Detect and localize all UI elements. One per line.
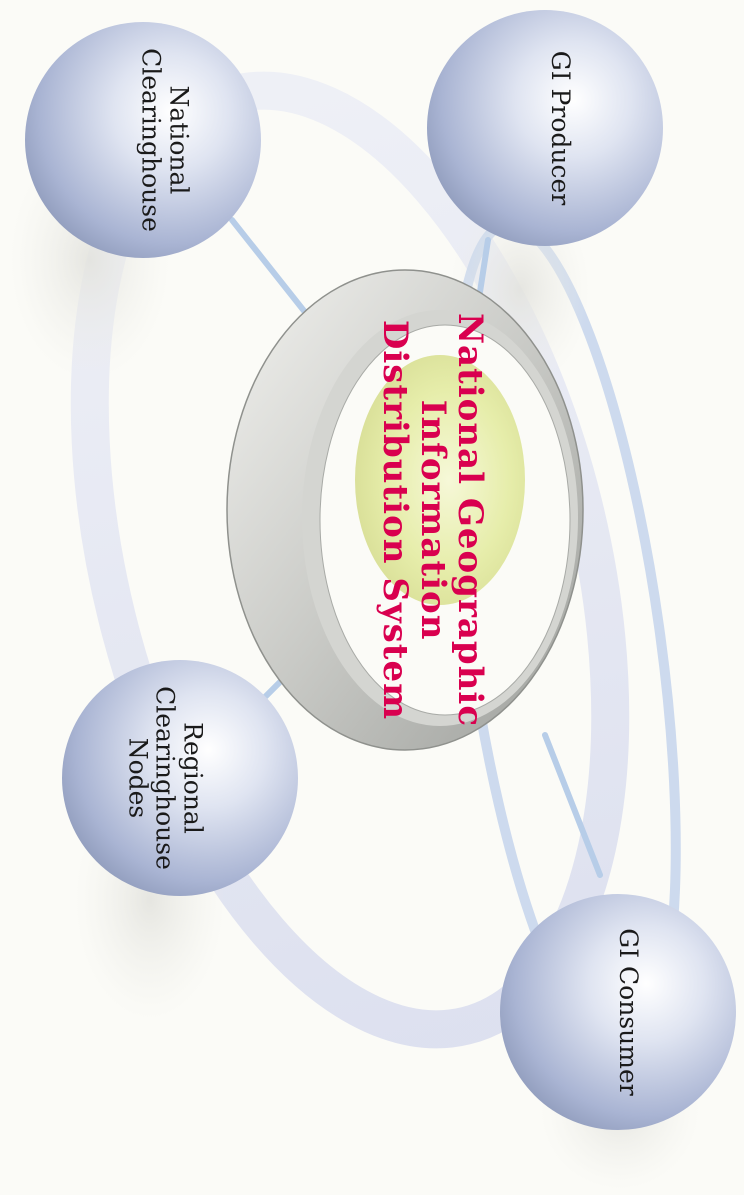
label-regional-clearinghouse-nodes: Regional Clearinghouse Nodes (123, 686, 208, 870)
sphere-national-clearinghouse (25, 22, 261, 258)
connector-gi-consumer (542, 732, 603, 878)
sphere-regional-clearinghouse-nodes (62, 660, 298, 896)
label-national-geographic-information-distribution-system: National Geographic Information Distribu… (375, 312, 491, 728)
label-gi-consumer: GI Consumer (613, 928, 643, 1096)
central-core (355, 355, 525, 605)
central-ring (226, 269, 584, 751)
sphere-gi-producer (427, 10, 663, 246)
sphere-gi-consumer (500, 894, 736, 1130)
label-national-clearinghouse: National Clearinghouse (137, 48, 194, 232)
label-gi-producer: GI Producer (545, 50, 575, 206)
